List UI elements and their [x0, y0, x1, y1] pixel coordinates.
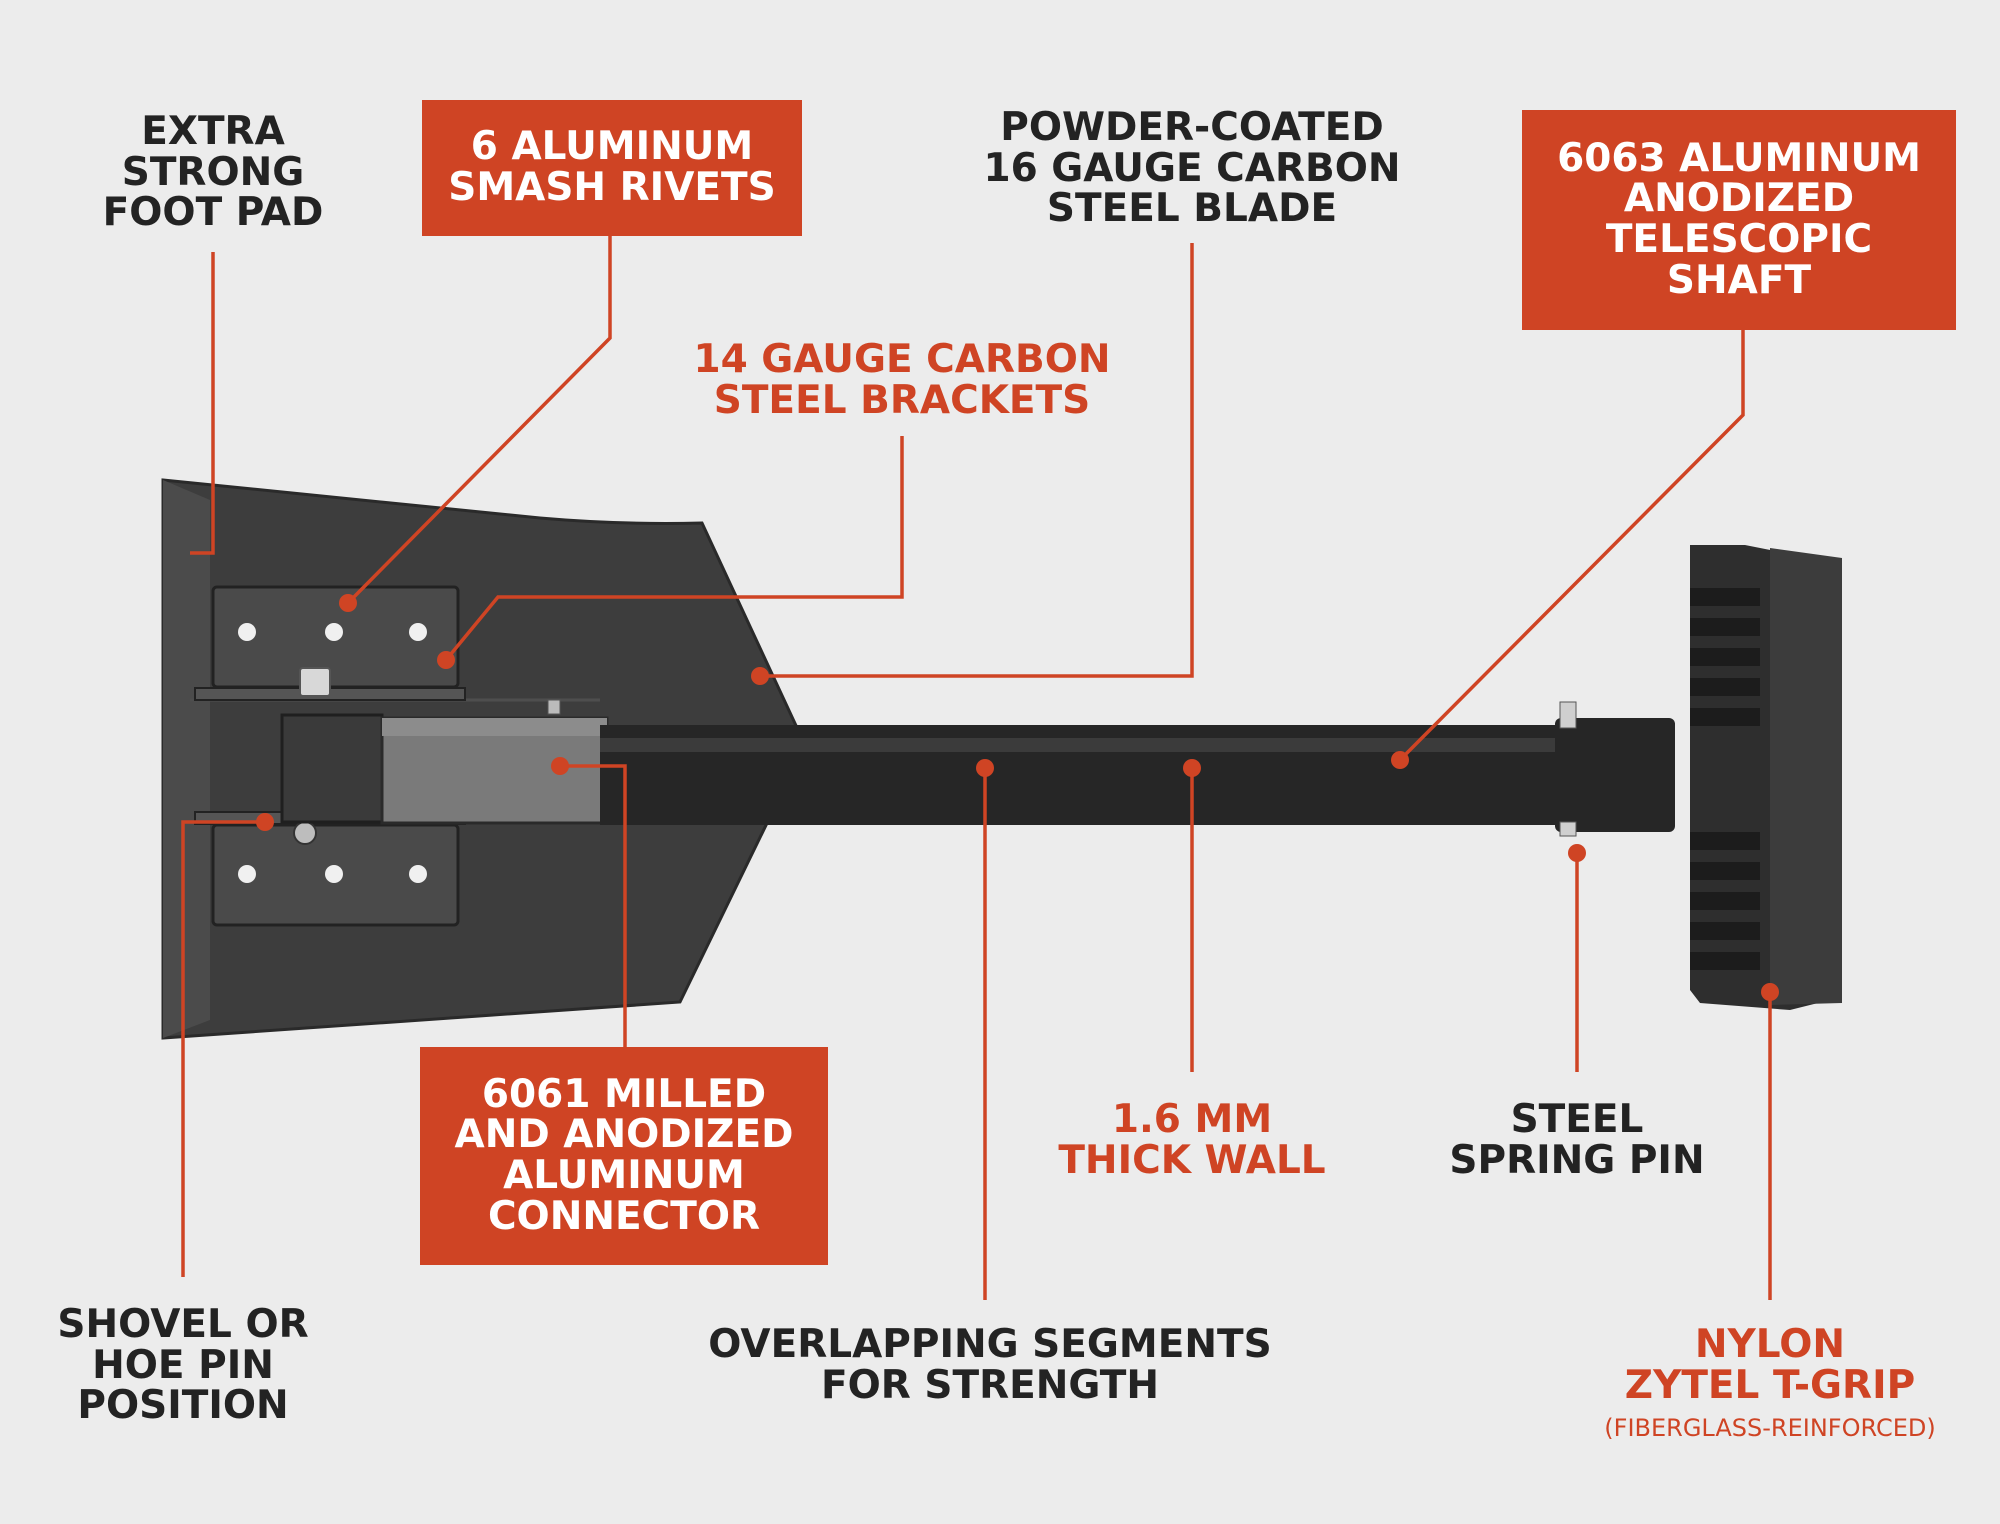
- spring-pin: [1559, 701, 1577, 837]
- callout-shaft: [1398, 330, 1745, 762]
- label-thick-wall: 1.6 MM THICK WALL: [1058, 1097, 1326, 1183]
- callout-blade: [760, 243, 1194, 678]
- label-spring-pin: STEEL SPRING PIN: [1449, 1097, 1705, 1183]
- callout-connector: [560, 764, 627, 1047]
- callout-lines: [181, 232, 1772, 1300]
- callout-brackets: [444, 436, 904, 662]
- lower-bracket: [194, 811, 466, 927]
- label-brackets: 14 GAUGE CARBON STEEL BRACKETS: [693, 337, 1111, 423]
- label-pin-position: SHOVEL OR HOE PIN POSITION: [57, 1302, 309, 1429]
- label-segments: OVERLAPPING SEGMENTS FOR STRENGTH: [708, 1322, 1272, 1408]
- aluminum-connector: [280, 713, 609, 825]
- pivot-bolt: [299, 667, 561, 715]
- label-connector: 6061 MILLED AND ANODIZED ALUMINUM CONNEC…: [420, 1047, 828, 1265]
- label-foot-pad: EXTRA STRONG FOOT PAD: [102, 109, 324, 236]
- label-shaft: 6063 ALUMINUM ANODIZED TELESCOPIC SHAFT: [1522, 110, 1956, 330]
- label-tgrip-note: (FIBERGLASS-REINFORCED): [1604, 1414, 1936, 1442]
- callout-foot-pad: [190, 252, 215, 555]
- t-grip: [1690, 545, 1842, 1010]
- callout-dots: [256, 594, 1779, 1001]
- label-tgrip: NYLON ZYTEL T-GRIP: [1624, 1322, 1916, 1408]
- telescopic-shaft: [600, 718, 1675, 832]
- label-blade: POWDER-COATED 16 GAUGE CARBON STEEL BLAD…: [983, 105, 1401, 232]
- callout-pin-position: [181, 820, 265, 1277]
- callout-rivets: [346, 232, 612, 605]
- label-rivets: 6 ALUMINUM SMASH RIVETS: [422, 100, 802, 236]
